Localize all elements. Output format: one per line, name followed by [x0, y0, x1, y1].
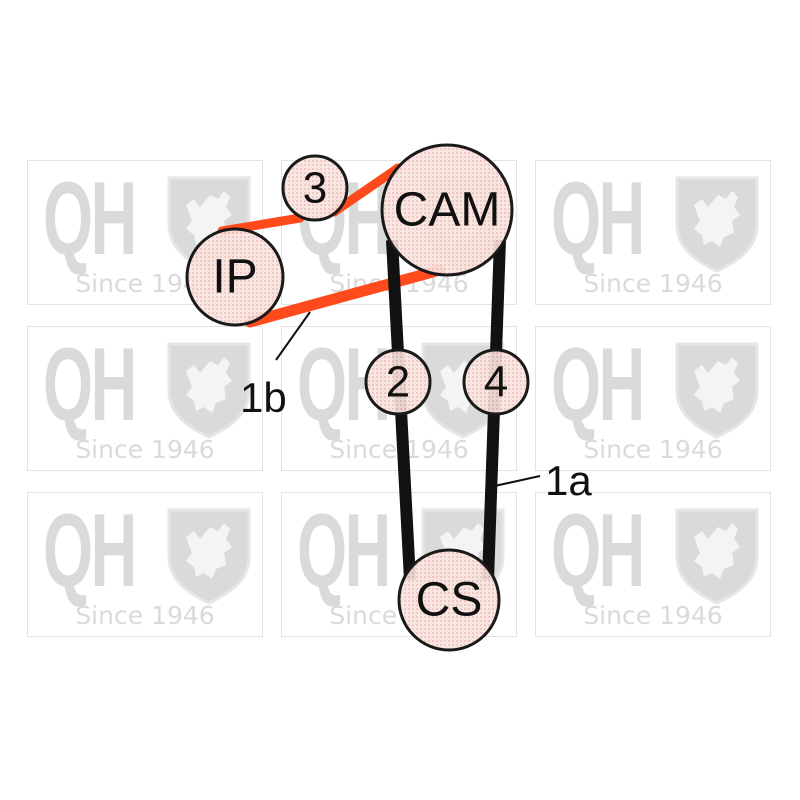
pulley-label: 4 — [484, 358, 508, 407]
pulley-label: 3 — [303, 164, 327, 213]
watermark-logo-text: QH — [43, 327, 137, 443]
watermark-tagline: Since 1946 — [583, 601, 723, 630]
pulley-2: 2 — [364, 348, 432, 416]
callout-1b-leader — [275, 311, 311, 361]
shield-icon — [674, 341, 760, 439]
pulley-3: 3 — [281, 154, 349, 222]
watermark-tagline: Since 1946 — [75, 435, 215, 464]
watermark-tagline: Since 1946 — [583, 435, 723, 464]
pulley-label: CS — [416, 574, 483, 627]
watermark-logo-text: QH — [551, 493, 645, 609]
shield-icon — [674, 175, 760, 273]
pulley-cs: CS — [397, 548, 501, 652]
watermark-logo-text: QH — [551, 161, 645, 277]
shield-icon — [674, 507, 760, 605]
watermark-tagline: Since 1946 — [75, 601, 215, 630]
pulley-4: 4 — [462, 348, 530, 416]
shield-icon — [166, 341, 252, 439]
watermark-logo-text: QH — [43, 161, 137, 277]
watermark-logo-text: QH — [551, 327, 645, 443]
callout-1a-leader — [489, 475, 541, 488]
pulley-label: CAM — [394, 184, 501, 237]
pulley-label: IP — [212, 251, 257, 304]
pulley-circle — [364, 348, 432, 416]
pulley-circle — [281, 154, 349, 222]
watermark-tagline: Since 1946 — [583, 269, 723, 298]
pulley-label: 2 — [386, 358, 410, 407]
watermark-logo-text: QH — [297, 493, 391, 609]
pulley-circle — [462, 348, 530, 416]
watermark-logo-text: QH — [43, 493, 137, 609]
pulley-ip: IP — [185, 227, 285, 327]
pulley-circle — [185, 227, 285, 327]
shield-icon — [166, 507, 252, 605]
callout-1b-label: 1b — [240, 374, 287, 421]
pulley-cam: CAM — [380, 143, 514, 277]
callout-1a-label: 1a — [545, 457, 592, 504]
pulley-circle — [397, 548, 501, 652]
pulley-circle — [380, 143, 514, 277]
